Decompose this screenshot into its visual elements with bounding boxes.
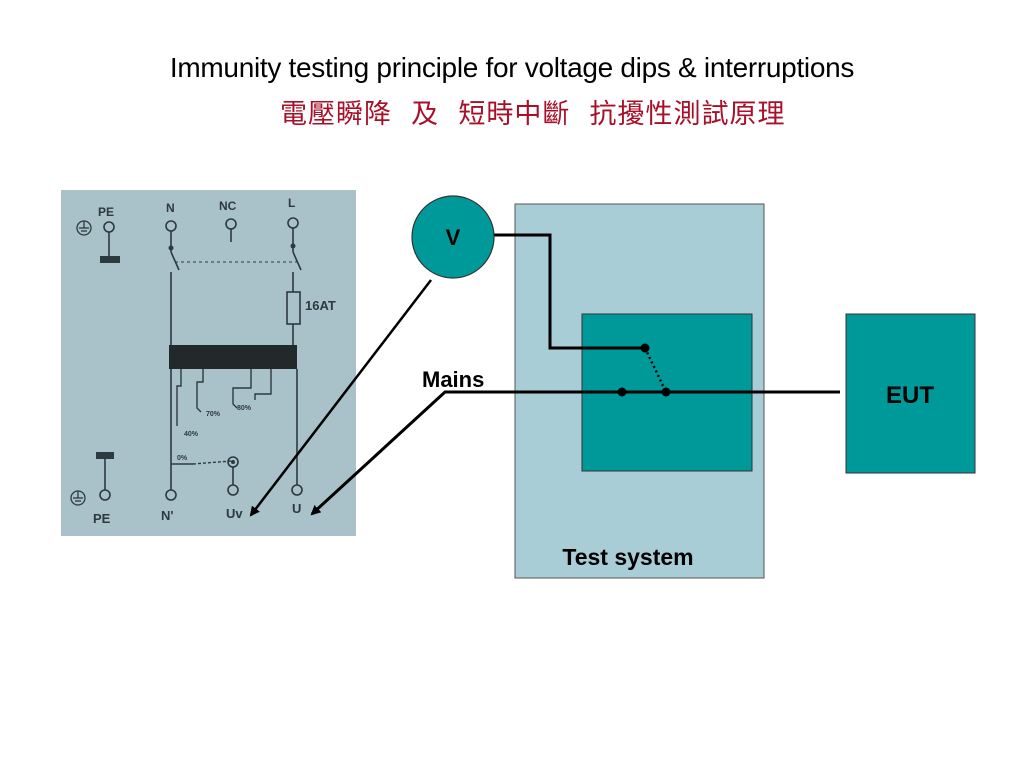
label-u: U [292,501,301,516]
schematic-photo: PE N NC L 16AT [61,190,356,536]
label-tap-40: 40% [184,431,199,438]
label-n: N [166,201,175,215]
label-n-prime: N' [161,508,173,523]
label-u-var: Uv [226,506,243,521]
terminal-u-var [227,484,239,496]
ground-icon-top [76,220,92,236]
slide-title: Immunity testing principle for voltage d… [169,52,855,83]
schematic-drawing: PE N NC L 16AT [70,196,336,526]
transformer-core [169,345,297,369]
switch-n [170,251,180,271]
switch-node-right [661,387,671,397]
voltmeter-label: V [446,225,461,250]
eut-label: EUT [886,382,934,409]
voltmeter-wire [492,233,645,350]
label-pe-bottom: PE [93,511,111,526]
label-tap-0: 0% [177,455,188,462]
slide-subtitle-chinese: 電壓瞬降 及 短時中斷 抗擾性測試原理 [280,99,786,130]
arrow-voltmeter-to-uv [249,279,432,517]
terminal-n-prime [165,489,177,501]
label-tap-80: 80% [237,405,252,412]
pe-bar-top [100,256,120,263]
label-pe-top: PE [98,205,114,219]
ground-icon-bottom [70,490,86,506]
arrow-mains-to-u [310,390,456,516]
label-tap-70: 70% [206,411,221,418]
switch-node-left [617,387,627,397]
tap-selector [192,460,232,465]
terminal-pe-bottom [99,489,111,501]
voltmeter-circle [411,195,495,279]
dip-switch [643,347,668,393]
eut-box [845,313,976,474]
switch-node-top [640,343,650,353]
mains-label: Mains [422,367,484,392]
pe-bar-bottom [96,452,114,459]
switch-l [292,251,302,271]
label-fuse: 16AT [305,298,336,313]
label-nc: NC [219,199,237,213]
terminal-u [291,484,303,496]
test-system-label: Test system [562,544,693,570]
label-l: L [288,196,295,210]
